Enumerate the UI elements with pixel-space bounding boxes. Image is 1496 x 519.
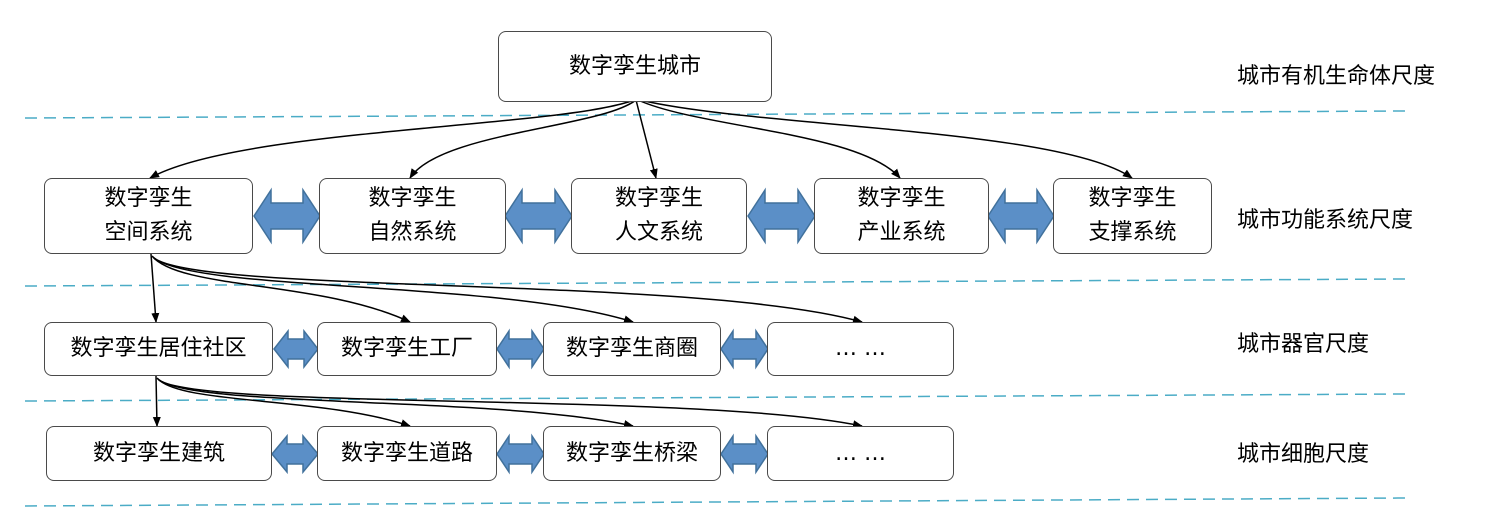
separator-line — [24, 278, 1406, 287]
system-node-line2: 自然系统 — [368, 220, 457, 245]
organ-double-arrows — [273, 328, 769, 370]
cell-label: 数字孪生道路 — [340, 440, 473, 466]
scale-label-organ: 城市器官尺度 — [1237, 332, 1370, 357]
connector-arrow — [157, 378, 634, 428]
cell-node: … … — [767, 426, 954, 481]
cell-node: 数字孪生桥梁 — [543, 426, 721, 481]
double-arrow-icon — [504, 187, 573, 245]
connector-arrow — [153, 257, 863, 324]
connector-arrow — [637, 99, 901, 179]
scale-label-cell: 城市细胞尺度 — [1237, 442, 1370, 467]
organ-node: 数字孪生商圈 — [543, 322, 721, 376]
cell-label: 数字孪生桥梁 — [565, 440, 698, 466]
cell-label: … … — [835, 440, 886, 466]
double-arrow-icon — [273, 328, 319, 370]
connector-arrow — [409, 99, 637, 179]
root-label: 数字孪生城市 — [568, 53, 701, 79]
organ-label: 数字孪生工厂 — [340, 336, 473, 361]
scale-label-function: 城市功能系统尺度 — [1237, 208, 1414, 233]
system-node-space: 数字孪生空间系统 — [44, 178, 253, 254]
connector-arrow — [149, 99, 635, 179]
connector-arrow — [639, 99, 1133, 179]
separator-line — [24, 110, 1406, 119]
system-node-line2: 空间系统 — [104, 220, 193, 245]
system-node-industry: 数字孪生产业系统 — [814, 178, 989, 254]
double-arrow-icon — [253, 187, 321, 245]
organ-label: 数字孪生商圈 — [565, 336, 698, 361]
cell-node: 数字孪生道路 — [317, 426, 497, 481]
system-node-line1: 数字孪生 — [614, 186, 703, 211]
system-node-line1: 数字孪生 — [1088, 186, 1177, 211]
connector-arrow — [150, 253, 160, 323]
connector-arrow — [158, 379, 863, 429]
system-node-line1: 数字孪生 — [857, 186, 946, 211]
system-connectors — [150, 253, 863, 324]
double-arrow-icon — [747, 187, 816, 245]
double-arrow-icon — [987, 187, 1055, 245]
organ-node: 数字孪生居住社区 — [44, 322, 273, 376]
organ-label: 数字孪生居住社区 — [70, 336, 247, 361]
connector-arrow — [151, 255, 411, 323]
system-node-humanities: 数字孪生人文系统 — [571, 178, 747, 254]
root-node: 数字孪生城市 — [498, 31, 772, 102]
double-arrow-icon — [720, 328, 769, 370]
organ-label: … … — [835, 336, 886, 361]
system-node-line2: 人文系统 — [614, 220, 703, 245]
organ-node: … … — [767, 322, 954, 376]
scale-label-organism: 城市有机生命体尺度 — [1237, 64, 1436, 89]
system-node-line1: 数字孪生 — [368, 186, 457, 211]
double-arrow-icon — [496, 328, 545, 370]
double-arrow-icon — [720, 433, 769, 475]
connector-arrow — [635, 99, 658, 179]
system-node-support: 数字孪生支撑系统 — [1053, 178, 1212, 254]
system-node-line2: 产业系统 — [857, 220, 946, 245]
connector-arrow — [156, 377, 411, 427]
connector-arrow — [152, 375, 161, 427]
system-node-line1: 数字孪生 — [104, 186, 193, 211]
root-connectors — [149, 99, 1133, 179]
organ-node: 数字孪生工厂 — [317, 322, 497, 376]
separator-line — [24, 497, 1406, 507]
double-arrow-icon — [496, 433, 545, 475]
organ-connectors — [152, 375, 863, 429]
cell-label: 数字孪生建筑 — [92, 440, 225, 466]
system-node-nature: 数字孪生自然系统 — [319, 178, 506, 254]
cell-node: 数字孪生建筑 — [46, 426, 272, 481]
connector-arrow — [152, 256, 634, 324]
system-node-line2: 支撑系统 — [1088, 220, 1177, 245]
double-arrow-icon — [271, 433, 319, 475]
